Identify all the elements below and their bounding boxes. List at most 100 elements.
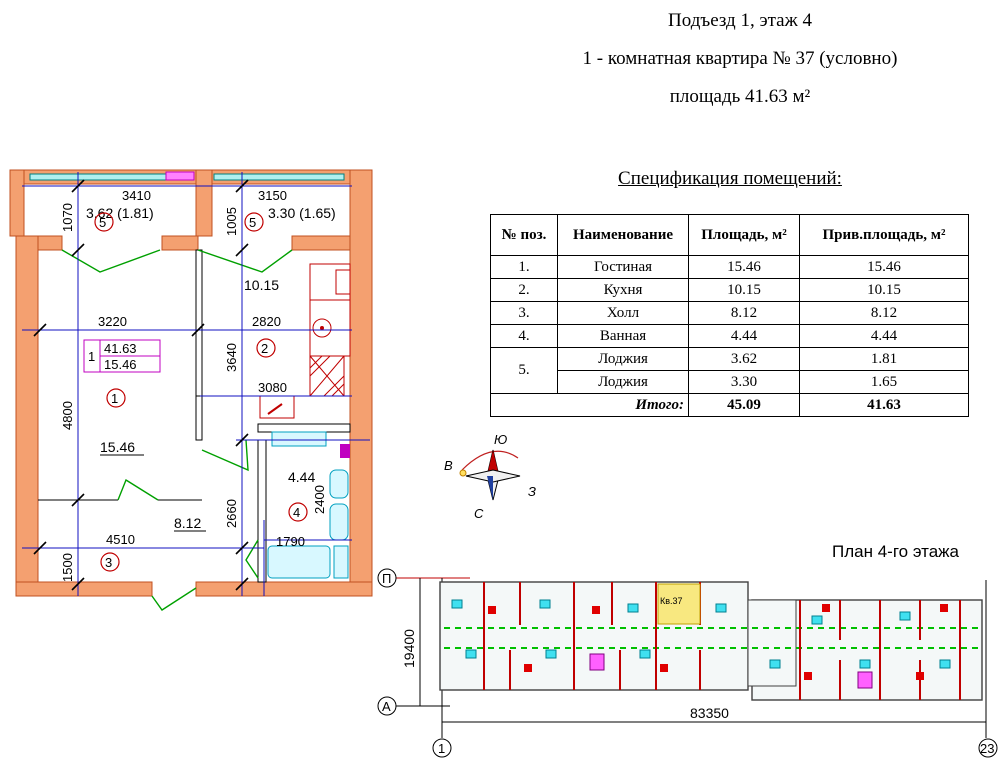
hall-area: 8.12 bbox=[174, 515, 201, 531]
floor-fixture bbox=[639, 649, 651, 659]
bath-washer bbox=[271, 431, 327, 447]
spec-total-label: Итого: bbox=[490, 393, 689, 417]
dim-tick bbox=[235, 243, 249, 257]
floor-kitchen bbox=[488, 606, 496, 614]
room-marker-3 bbox=[100, 552, 120, 572]
spec-cell-reduced: 1.65 bbox=[799, 370, 969, 394]
room-markers bbox=[94, 212, 308, 572]
floor-plan-label: План 4-го этажа bbox=[832, 542, 960, 561]
apt-37-tag: Кв.37 bbox=[660, 596, 683, 606]
dim-4510: 4510 bbox=[106, 532, 135, 547]
floor-width-dim: 83350 bbox=[690, 705, 729, 721]
spec-cell-area: 4.44 bbox=[688, 324, 800, 348]
dimension-ticks bbox=[33, 179, 249, 591]
spec-total-area: 45.09 bbox=[688, 393, 800, 417]
room-marker-5b bbox=[244, 212, 264, 232]
door-balcony-1 bbox=[61, 249, 161, 273]
apt-37-highlight bbox=[657, 583, 701, 625]
floor-kitchen bbox=[940, 604, 948, 612]
axis-label-top: П bbox=[382, 571, 391, 586]
bath-riser bbox=[340, 444, 350, 458]
axis-marker-bottom bbox=[377, 696, 397, 716]
dim-tick bbox=[191, 323, 205, 337]
spec-cell-area: 15.46 bbox=[688, 255, 800, 279]
table-row: 5. Лоджия 3.62 1.81 bbox=[490, 347, 969, 394]
floor-fixture bbox=[715, 603, 727, 613]
room-number-3: 3 bbox=[105, 555, 112, 570]
spec-total-row: Итого: 45.09 41.63 bbox=[490, 393, 969, 417]
spec-table: № поз. Наименование Площадь, м² Прив.пло… bbox=[490, 214, 969, 417]
floor-height-dim: 19400 bbox=[401, 629, 417, 668]
wall-loggia-divider bbox=[195, 169, 213, 237]
header-area: площадь 41.63 м² bbox=[669, 86, 811, 107]
spec-title: Спецификация помещений: bbox=[618, 168, 842, 189]
floor-bath-fixtures bbox=[451, 599, 951, 669]
partition-living-kitchen bbox=[195, 249, 203, 441]
floor-plan-overview: П А 1 23 19400 83350 bbox=[377, 568, 998, 758]
floor-fixture bbox=[811, 615, 823, 625]
dim-1005: 1005 bbox=[224, 207, 239, 236]
kitchen-stove-hatch bbox=[309, 355, 345, 397]
dim-tick bbox=[71, 493, 85, 507]
stair-icon bbox=[589, 653, 605, 671]
dim-3410: 3410 bbox=[122, 188, 151, 203]
apt-box-total: 41.63 bbox=[104, 341, 137, 356]
bath-toilet bbox=[329, 503, 349, 541]
dim-1500: 1500 bbox=[60, 553, 75, 582]
floor-fixture bbox=[539, 599, 551, 609]
floor-apartment-walls bbox=[483, 582, 961, 700]
door-kitchen bbox=[201, 439, 249, 472]
floor-kitchen-marks bbox=[488, 604, 948, 680]
spec-cell-pos: 4. bbox=[490, 324, 558, 348]
apt-box-rooms: 1 bbox=[88, 349, 95, 364]
partition-bath-top bbox=[257, 423, 351, 433]
table-row: Лоджия 3.30 1.65 bbox=[491, 370, 969, 394]
wall-pier-3 bbox=[291, 235, 351, 251]
floor-kitchen bbox=[822, 604, 830, 612]
floor-fixture bbox=[627, 603, 639, 613]
axis-label-right: 23 bbox=[980, 741, 994, 756]
floor-kitchen bbox=[524, 664, 532, 672]
room-marker-5a bbox=[94, 212, 114, 232]
spec-cell-name: Кухня bbox=[557, 278, 689, 302]
dim-tick bbox=[235, 179, 249, 193]
floor-fixture bbox=[939, 659, 951, 669]
apartment-plan: 3410 3150 1070 1005 3220 2820 4800 3640 … bbox=[9, 169, 373, 611]
kitchen-sink-unit bbox=[309, 299, 351, 357]
floor-fixture bbox=[451, 599, 463, 609]
kitchen-area: 10.15 bbox=[244, 277, 279, 293]
wall-pier-2 bbox=[161, 235, 199, 251]
wall-right bbox=[349, 169, 373, 597]
kitchen-gas-icon bbox=[267, 403, 283, 415]
wall-left bbox=[15, 235, 39, 597]
wall-loggia-left bbox=[9, 169, 25, 237]
kitchen-drain-icon bbox=[320, 326, 324, 330]
header-apartment: 1 - комнатная квартира № 37 (условно) bbox=[582, 48, 898, 69]
table-row: 1. Гостиная 15.46 15.46 bbox=[490, 255, 969, 279]
building-link bbox=[747, 599, 797, 687]
spec-cell-reduced: 1.81 bbox=[799, 347, 969, 371]
dim-tick bbox=[235, 433, 249, 447]
floor-fixture bbox=[899, 611, 911, 621]
spec-cell-name: Лоджия bbox=[557, 370, 689, 394]
bath-tub bbox=[267, 545, 331, 579]
door-bath bbox=[245, 539, 259, 579]
floor-kitchen bbox=[916, 672, 924, 680]
wall-bottom-right bbox=[195, 581, 373, 597]
dim-2820: 2820 bbox=[252, 314, 281, 329]
stair-icon bbox=[857, 671, 873, 689]
floor-kitchen bbox=[804, 672, 812, 680]
axis-label-left: 1 bbox=[438, 741, 445, 756]
loggia-vent bbox=[165, 171, 195, 181]
room-number-5a: 5 bbox=[99, 215, 106, 230]
floor-fixture bbox=[859, 659, 871, 669]
apt-box-living: 15.46 bbox=[104, 357, 137, 372]
spec-header-row: № поз. Наименование Площадь, м² Прив.пло… bbox=[490, 214, 969, 256]
door-entrance bbox=[151, 587, 197, 611]
sun-icon bbox=[459, 469, 467, 477]
floor-fixture bbox=[545, 649, 557, 659]
dim-tick bbox=[235, 577, 249, 591]
room-marker-4 bbox=[288, 502, 308, 522]
bath-sink bbox=[329, 469, 349, 499]
dim-3150: 3150 bbox=[258, 188, 287, 203]
